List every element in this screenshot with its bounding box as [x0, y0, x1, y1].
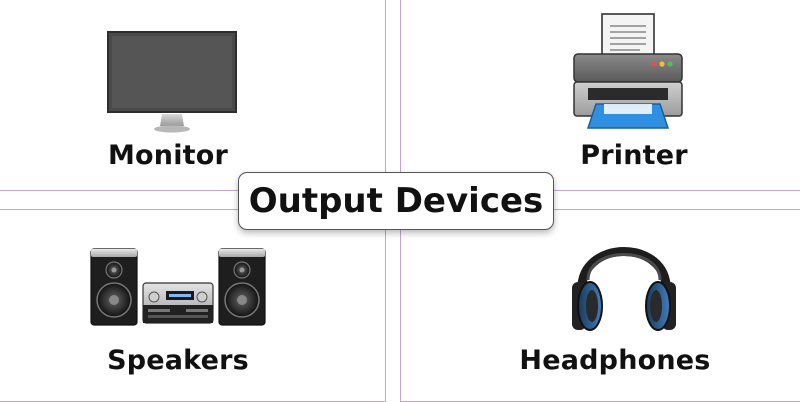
- printer-icon: [573, 13, 683, 129]
- monitor-icon: [107, 31, 237, 133]
- headphones-label: Headphones: [519, 345, 711, 376]
- speakers-icon: [90, 248, 266, 326]
- page-title: Output Devices: [248, 181, 544, 221]
- printer-label: Printer: [580, 140, 688, 171]
- title-box: Output Devices: [238, 172, 554, 230]
- monitor-label: Monitor: [107, 140, 229, 171]
- speakers-label: Speakers: [107, 345, 249, 376]
- headphones-icon: [572, 247, 676, 331]
